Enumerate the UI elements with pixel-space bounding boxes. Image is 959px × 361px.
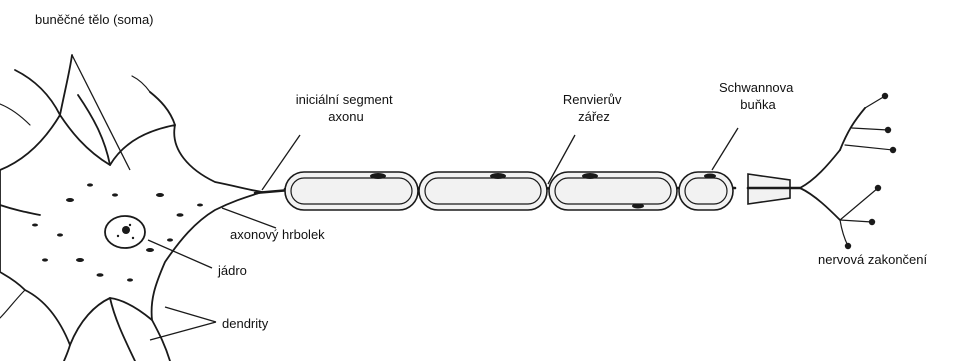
myelin-sheath-2	[419, 172, 547, 210]
label-soma: buněčné tělo (soma)	[35, 12, 154, 27]
myelin-sheath-5	[748, 174, 800, 204]
myelin-sheath-3	[549, 172, 677, 210]
myelin-sheath-1	[285, 172, 418, 210]
label-nucleus: jádro	[217, 263, 247, 278]
label-initial-segment: iniciální segment axonu	[296, 92, 396, 124]
label-node-of-ranvier: Renvierův zářez	[563, 92, 625, 124]
myelin-sheath-4	[679, 172, 733, 210]
label-schwann-cell: Schwannova buňka	[719, 80, 797, 112]
label-dendrites: dendrity	[222, 316, 269, 331]
label-axon-hillock: axonový hrbolek	[230, 227, 325, 242]
label-nerve-endings: nervová zakončení	[818, 252, 928, 267]
nerve-terminals	[800, 93, 896, 249]
